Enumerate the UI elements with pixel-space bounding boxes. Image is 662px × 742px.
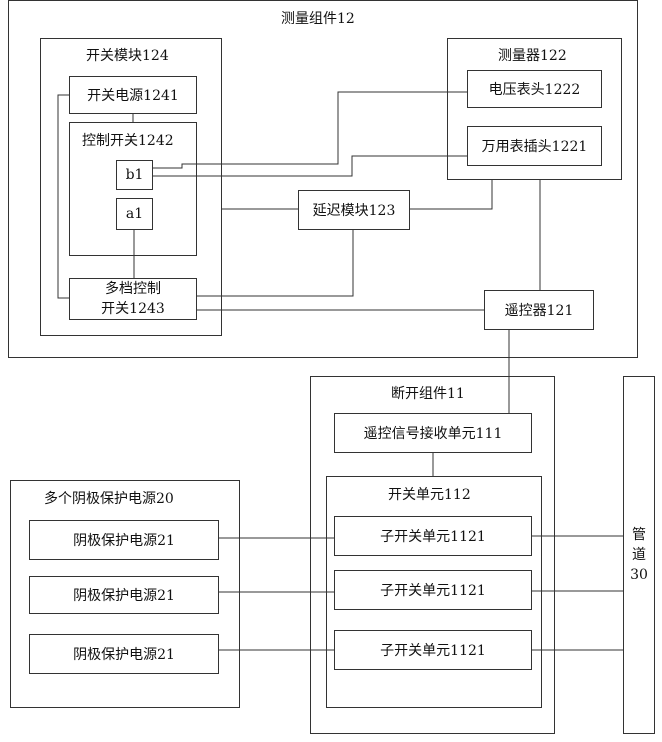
- receiver-label: 遥控信号接收单元111: [363, 426, 503, 442]
- power-source-label: 阴极保护电源21: [73, 647, 175, 663]
- sub-switch-box: 子开关单元1121: [334, 516, 532, 556]
- switch-module-title: 开关模块124: [86, 48, 169, 64]
- switch-power-label: 开关电源1241: [87, 88, 179, 104]
- delay-module-label: 延迟模块123: [312, 203, 396, 219]
- power-source-label: 阴极保护电源21: [73, 533, 175, 549]
- power-source-box: 阴极保护电源21: [29, 576, 219, 614]
- sub-switch-label: 子开关单元1121: [380, 643, 486, 659]
- power-source-box: 阴极保护电源21: [29, 520, 219, 560]
- remote-box: 遥控器121: [484, 290, 594, 330]
- voltage-head-box: 电压表头1222: [467, 70, 602, 108]
- delay-module-box: 延迟模块123: [298, 190, 410, 230]
- multimeter-plug-label: 万用表插头1221: [481, 139, 588, 155]
- pipe-char: 管: [632, 527, 646, 543]
- contact-a1-box: a1: [116, 198, 153, 230]
- measure-group-title: 测量组件12: [281, 11, 355, 27]
- sub-switch-label: 子开关单元1121: [380, 529, 486, 545]
- contact-b1-label: b1: [125, 167, 144, 183]
- pipe-box: 管 道 30: [623, 376, 655, 734]
- remote-label: 遥控器121: [504, 303, 574, 319]
- sub-switch-box: 子开关单元1121: [334, 570, 532, 610]
- voltage-head-label: 电压表头1222: [488, 82, 581, 98]
- break-group-title: 断开组件11: [391, 386, 465, 402]
- sub-switch-box: 子开关单元1121: [334, 630, 532, 670]
- contact-a1-label: a1: [125, 206, 144, 222]
- multi-switch-line2: 开关1243: [101, 301, 165, 317]
- control-switch-title: 控制开关1242: [82, 133, 174, 149]
- sub-switch-label: 子开关单元1121: [380, 583, 486, 599]
- power-source-label: 阴极保护电源21: [73, 588, 175, 604]
- power-source-box: 阴极保护电源21: [29, 634, 219, 674]
- multi-switch-box: 多档控制 开关1243: [69, 278, 197, 320]
- switch-power-box: 开关电源1241: [69, 76, 197, 114]
- contact-b1-box: b1: [116, 160, 153, 190]
- multi-switch-line1: 多档控制: [105, 281, 161, 297]
- multimeter-plug-box: 万用表插头1221: [467, 126, 602, 166]
- meter-title: 测量器122: [498, 48, 567, 64]
- receiver-box: 遥控信号接收单元111: [334, 413, 532, 453]
- pipe-char: 30: [630, 567, 648, 583]
- power-group-title: 多个阴极保护电源20: [44, 491, 174, 507]
- pipe-char: 道: [632, 547, 646, 563]
- switch-unit-title: 开关单元112: [388, 487, 471, 503]
